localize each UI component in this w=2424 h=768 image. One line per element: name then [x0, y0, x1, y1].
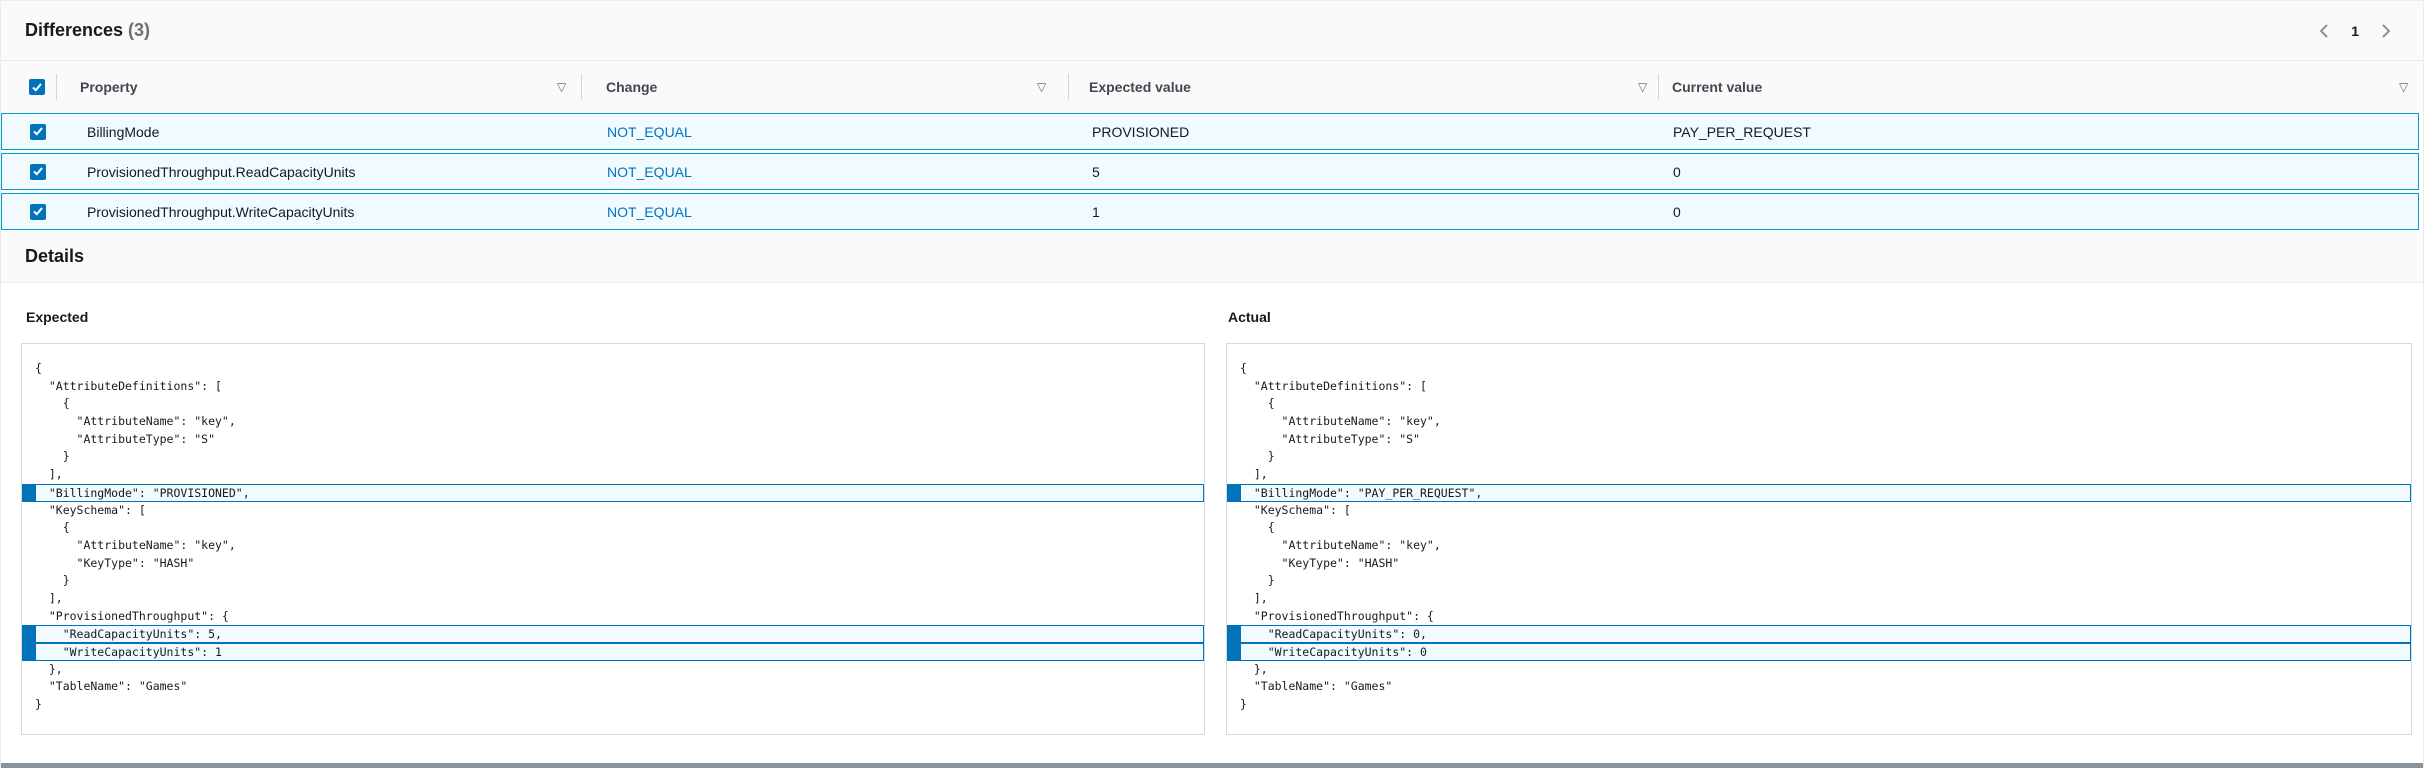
code-line: { — [1240, 396, 1275, 411]
code-line: "AttributeDefinitions": [ — [1240, 378, 1427, 393]
code-line: "AttributeName": "key", — [1240, 414, 1441, 429]
cell-property: ProvisionedThroughput.WriteCapacityUnits — [87, 203, 355, 220]
column-header-property: Property — [80, 79, 138, 95]
code-line: "AttributeName": "key", — [1240, 537, 1441, 552]
code-line: "AttributeType": "S" — [35, 431, 216, 446]
differences-header: Differences(3) 1 — [1, 1, 2423, 61]
details-header: Details — [1, 231, 2423, 283]
code-line: "KeySchema": [ — [1240, 502, 1351, 517]
column-divider — [1068, 74, 1069, 100]
cell-change-link[interactable]: NOT_EQUAL — [607, 163, 692, 180]
filter-icon[interactable]: ▽ — [557, 80, 567, 94]
pagination: 1 — [2315, 21, 2395, 41]
code-line: { — [1240, 520, 1275, 535]
checkmark-icon — [33, 207, 43, 216]
table-header-row: Property ▽ Change ▽ Expected value ▽ Cur… — [1, 61, 2423, 113]
code-line: { — [35, 361, 42, 375]
code-line: "KeyType": "HASH" — [35, 555, 195, 570]
code-line: "AttributeDefinitions": [ — [35, 378, 222, 393]
code-line: } — [35, 573, 70, 588]
expected-label: Expected — [26, 309, 89, 325]
cell-property: ProvisionedThroughput.ReadCapacityUnits — [87, 163, 356, 180]
diff-highlighted-code-line: "WriteCapacityUnits": 1 — [22, 643, 1204, 661]
code-line: } — [35, 449, 70, 464]
code-line: "AttributeType": "S" — [1240, 431, 1421, 446]
column-header-change: Change — [606, 79, 658, 95]
diff-highlighted-code-line: "WriteCapacityUnits": 0 — [1227, 643, 2411, 661]
row-checkbox[interactable] — [30, 123, 46, 140]
details-title: Details — [25, 246, 85, 266]
code-line: "KeySchema": [ — [35, 502, 146, 517]
differences-count: (3) — [128, 20, 151, 40]
checkmark-icon — [33, 167, 43, 176]
cell-property: BillingMode — [87, 123, 160, 140]
cell-change-link[interactable]: NOT_EQUAL — [607, 203, 692, 220]
code-line: ], — [35, 590, 63, 605]
code-line: "AttributeName": "key", — [35, 537, 236, 552]
row-checkbox[interactable] — [30, 203, 46, 220]
column-header-current-value: Current value — [1672, 79, 1763, 95]
code-line: ], — [1240, 590, 1268, 605]
column-divider — [581, 74, 582, 100]
horizontal-scrollbar[interactable] — [1, 763, 2423, 768]
diff-highlighted-code-line: "BillingMode": "PAY_PER_REQUEST", — [1227, 483, 2411, 502]
code-line: "AttributeName": "key", — [35, 414, 236, 429]
cell-change-link[interactable]: NOT_EQUAL — [607, 123, 692, 140]
table-row[interactable]: BillingMode NOT_EQUAL PROVISIONED PAY_PE… — [1, 113, 2419, 150]
code-line: ], — [1240, 467, 1268, 482]
code-line: { — [1240, 361, 1247, 375]
table-row[interactable]: ProvisionedThroughput.WriteCapacityUnits… — [1, 193, 2419, 230]
expected-code-panel: { "AttributeDefinitions": [ { "Attribute… — [21, 343, 1205, 735]
cell-current-value: 0 — [1673, 163, 1681, 180]
diff-highlighted-code-line: "ReadCapacityUnits": 0, — [1227, 625, 2411, 643]
code-line: } — [1240, 573, 1275, 588]
table-row[interactable]: ProvisionedThroughput.ReadCapacityUnits … — [1, 153, 2419, 190]
select-all-checkbox[interactable] — [29, 79, 45, 95]
row-checkbox[interactable] — [30, 163, 46, 180]
cell-expected-value: 5 — [1092, 163, 1100, 180]
differences-title: Differences — [25, 20, 124, 40]
code-line: "ProvisionedThroughput": { — [1240, 608, 1434, 623]
filter-icon[interactable]: ▽ — [1638, 80, 1648, 94]
code-line: { — [35, 520, 70, 535]
code-line: }, — [35, 661, 63, 676]
code-line: { — [35, 396, 70, 411]
actual-code-panel: { "AttributeDefinitions": [ { "Attribute… — [1226, 343, 2412, 735]
chevron-right-icon — [2382, 23, 2391, 38]
chevron-left-icon — [2319, 23, 2328, 38]
filter-icon[interactable]: ▽ — [1037, 80, 1047, 94]
column-header-expected-value: Expected value — [1089, 79, 1191, 95]
column-divider — [1658, 74, 1659, 100]
code-line: ], — [35, 467, 63, 482]
diff-highlighted-code-line: "BillingMode": "PROVISIONED", — [22, 483, 1204, 502]
code-line: } — [1240, 697, 1247, 712]
next-page-button[interactable] — [2375, 21, 2395, 41]
page-number[interactable]: 1 — [2351, 22, 2359, 39]
cell-current-value: PAY_PER_REQUEST — [1673, 123, 1811, 140]
actual-label: Actual — [1228, 309, 1271, 325]
code-line: }, — [1240, 661, 1268, 676]
code-line: "KeyType": "HASH" — [1240, 555, 1400, 570]
code-line: } — [1240, 449, 1275, 464]
filter-icon[interactable]: ▽ — [2399, 80, 2409, 94]
column-divider — [56, 74, 57, 100]
cell-expected-value: 1 — [1092, 203, 1100, 220]
code-line: "TableName": "Games" — [35, 679, 188, 694]
checkmark-icon — [32, 82, 42, 92]
code-line: "TableName": "Games" — [1240, 679, 1393, 694]
code-line: } — [35, 697, 42, 712]
checkmark-icon — [33, 127, 43, 136]
previous-page-button[interactable] — [2315, 21, 2335, 41]
code-line: "ProvisionedThroughput": { — [35, 608, 229, 623]
diff-highlighted-code-line: "ReadCapacityUnits": 5, — [22, 625, 1204, 643]
cell-current-value: 0 — [1673, 203, 1681, 220]
cell-expected-value: PROVISIONED — [1092, 123, 1190, 140]
page-title: Differences(3) — [25, 20, 150, 41]
